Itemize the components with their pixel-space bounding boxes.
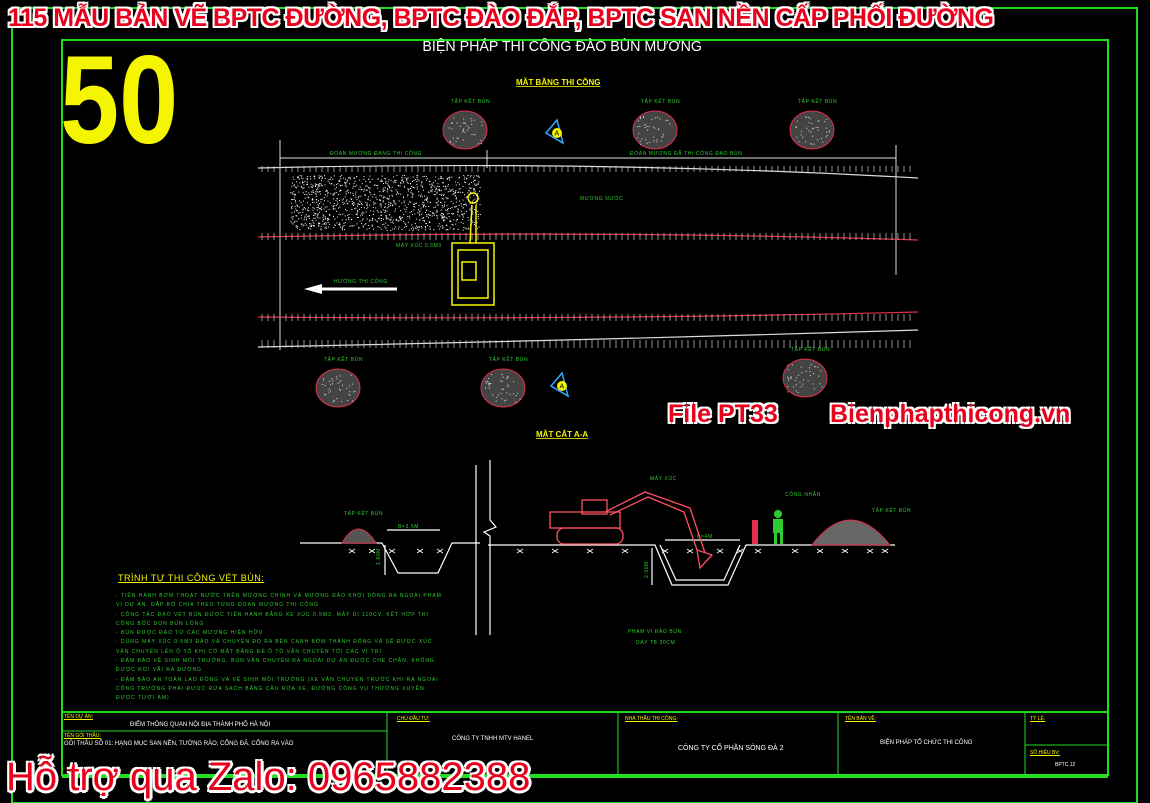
section-heading: MẶT CẮT A-A bbox=[536, 430, 588, 439]
excavator-plan bbox=[451, 192, 495, 306]
section-mark-label: A bbox=[555, 131, 560, 138]
mound-label: TẬP KẾT BÙN bbox=[798, 98, 837, 105]
width-small-label: B=3.5M bbox=[398, 524, 419, 530]
note-line: - ĐẢM BẢO VỆ SINH MÔI TRƯỜNG, BÙN VẬN CH… bbox=[116, 658, 435, 674]
project-label: TÊN DỰ ÁN: bbox=[64, 714, 93, 720]
width-big-label: B=4M bbox=[697, 534, 713, 540]
depth-small-label: 1.80M bbox=[376, 548, 382, 565]
worker-icon bbox=[752, 510, 783, 544]
zalo-support-overlay: Hỗ trợ qua Zalo: 0965882388 bbox=[6, 755, 531, 799]
channel-label: MƯƠNG NƯỚC bbox=[580, 195, 623, 202]
project-name: ĐIỂM THÔNG QUAN NỘI ĐỊA THÀNH PHỐ HÀ NỘI bbox=[130, 722, 271, 728]
worker-label: CÔNG NHÂN bbox=[785, 491, 821, 498]
section-mark-label: A bbox=[560, 384, 565, 391]
section-marker-icon: A bbox=[549, 371, 570, 398]
segment-left-label: ĐOẠN MƯƠNG ĐANG THI CÔNG bbox=[330, 150, 422, 157]
package-name: GÓI THẦU SỐ 01: HẠNG MỤC SAN NỀN, TƯỜNG … bbox=[64, 741, 294, 747]
note-line: - BÙN ĐƯỢC ĐÀO TỪ CÁC MƯƠNG HIỆN HỮU bbox=[116, 630, 264, 637]
range-label: PHẠM VI ĐÀO BÙN bbox=[628, 628, 682, 635]
mound-label: TẬP KẾT BÙN bbox=[451, 98, 490, 105]
mound-label: TẬP KẾT BÙN bbox=[489, 356, 528, 363]
channel-edges bbox=[257, 164, 919, 348]
contractor-label: NHÀ THẦU THI CÔNG: bbox=[625, 716, 678, 722]
section-markers: AA bbox=[544, 118, 570, 398]
drawing-number-badge: 50 bbox=[60, 31, 179, 170]
mud-mound: TẬP KẾT BÙN bbox=[315, 356, 363, 408]
mud-mound: TẬP KẾT BÙN bbox=[789, 98, 837, 150]
scale-label: TỶ LỆ: bbox=[1030, 716, 1046, 722]
depth-big-label: 2.00M bbox=[644, 561, 650, 578]
mound-label: TẬP KẾT BÙN bbox=[344, 510, 383, 517]
owner-name: CÔNG TY TNHH MTV HANEL bbox=[452, 736, 534, 742]
mud-mound: TẬP KẾT BÙN bbox=[480, 356, 528, 408]
plan-dimension bbox=[279, 140, 897, 350]
drawing-frame bbox=[11, 7, 1138, 803]
mud-mound: TẬP KẾT BÙN bbox=[442, 98, 490, 150]
drawing-name: BIỆN PHÁP TỔ CHỨC THI CÔNG bbox=[880, 740, 973, 746]
drawing-name-label: TÊN BẢN VẼ: bbox=[845, 716, 877, 722]
sheet-label: SỐ HIỆU BV: bbox=[1030, 750, 1060, 756]
plan-heading: MẶT BẰNG THI CÔNG bbox=[516, 78, 600, 87]
mound-label: TẬP KẾT BÙN bbox=[791, 346, 830, 353]
sheet-number: BPTC.12 bbox=[1055, 762, 1076, 768]
file-code-overlay: File PT33 bbox=[668, 400, 778, 428]
section-marker-icon: A bbox=[544, 118, 565, 145]
mud-mound: TẬP KẾT BÙN bbox=[782, 346, 830, 398]
note-line: - DÙNG MÁY XÚC 0.5M3 ĐÀO VÀ CHUYỂN ĐỔ RA… bbox=[116, 639, 433, 655]
excavator-section-label: MÁY XÚC bbox=[650, 475, 677, 482]
segment-right-label: ĐOẠN MƯƠNG ĐÃ THI CÔNG ĐÀO BÙN bbox=[630, 150, 742, 157]
mound-section-left bbox=[341, 528, 377, 544]
mound-label: TẬP KẾT BÙN bbox=[641, 98, 680, 105]
excavator-plan-label: MÁY XÚC 0.5M3 bbox=[396, 242, 442, 249]
mound-label: TẬP KẾT BÙN bbox=[324, 356, 363, 363]
mound-section-right bbox=[810, 519, 892, 546]
construction-notes: - TIẾN HÀNH BƠM THOÁT NƯỚC TRÊN MƯƠNG CH… bbox=[116, 592, 446, 704]
channel-ticks bbox=[261, 166, 911, 348]
direction-label: HƯỚNG THI CÔNG bbox=[334, 278, 388, 285]
contractor-name: CÔNG TY CỔ PHẦN SÔNG ĐÀ 2 bbox=[678, 745, 784, 752]
drawing-subtitle: BIỆN PHÁP THI CÔNG ĐÀO BÙN MƯƠNG bbox=[422, 38, 702, 55]
direction-arrow-icon bbox=[304, 284, 397, 294]
owner-label: CHỦ ĐẦU TƯ: bbox=[397, 716, 430, 722]
package-label: TÊN GÓI THẦU: bbox=[64, 733, 101, 739]
note-line: - CÔNG TÁC ĐÀO VÉT BÙN ĐƯỢC TIẾN HÀNH BẰ… bbox=[116, 611, 429, 627]
mud-mound: TẬP KẾT BÙN bbox=[632, 98, 680, 150]
promo-banner: 115 MẪU BẢN VẼ BPTC ĐƯỜNG, BPTC ĐÀO ĐẮP,… bbox=[8, 4, 994, 32]
notes-title: TRÌNH TỰ THI CÔNG VÉT BÙN: bbox=[118, 573, 265, 583]
thickness-label: DÀY TB 30CM bbox=[636, 639, 675, 646]
plan-mounds: TẬP KẾT BÙN TẬP KẾT BÙN TẬP KẾT BÙN TẬP KẾT… bbox=[315, 98, 837, 408]
mud-hatch bbox=[290, 175, 481, 231]
note-line: - TIẾN HÀNH BƠM THOÁT NƯỚC TRÊN MƯƠNG CH… bbox=[116, 593, 442, 609]
note-line: - ĐẢM BẢO AN TOÀN LAO ĐỘNG VÀ VỆ SINH MÔ… bbox=[116, 676, 439, 702]
excavator-section bbox=[549, 491, 714, 570]
soil-symbols bbox=[348, 548, 889, 554]
mound-label: TẬP KẾT BÙN bbox=[872, 507, 911, 514]
website-overlay: Bienphapthicong.vn bbox=[830, 400, 1071, 428]
